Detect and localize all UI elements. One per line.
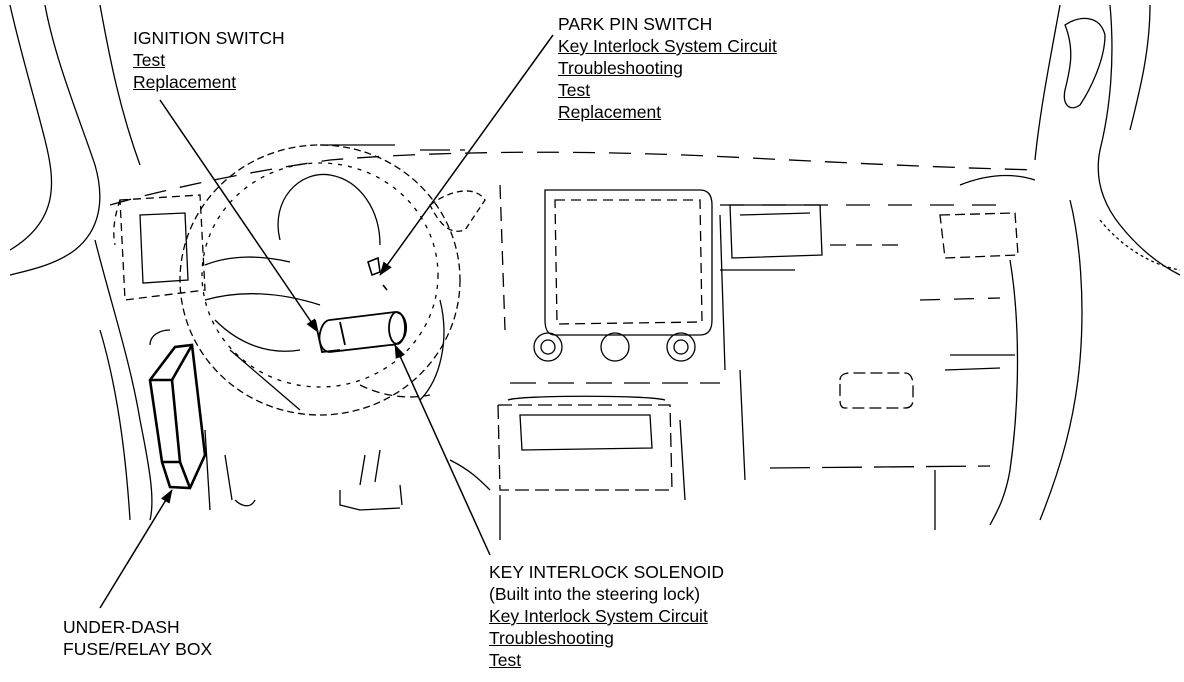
left-pillar [9, 4, 153, 521]
lower-left-panel [149, 329, 491, 511]
center-stack [499, 184, 1019, 371]
right-pillar [989, 4, 1181, 526]
fuse-box-leader [99, 489, 173, 609]
dash-top-edge [109, 144, 1041, 246]
key-interlock-solenoid-leader [394, 344, 491, 556]
park-pin-troubleshooting-link[interactable]: Troubleshooting [558, 58, 683, 78]
fuse-box-title-line2: FUSE/RELAY BOX [63, 639, 213, 659]
park-pin-switch-callout: PARK PIN SWITCH Key Interlock System Cir… [558, 13, 777, 123]
steering-lock-cylinder [314, 311, 408, 353]
left-vent [119, 194, 206, 301]
solenoid-key-interlock-circuit-link[interactable]: Key Interlock System Circuit [489, 606, 708, 626]
under-dash-fuse-box [148, 343, 207, 490]
steering-wheel [179, 144, 486, 416]
park-pin-switch-title: PARK PIN SWITCH [558, 14, 713, 34]
fuse-box-title-line1: UNDER-DASH [63, 617, 180, 637]
ignition-switch-replacement-link[interactable]: Replacement [133, 72, 237, 92]
key-interlock-solenoid-title: KEY INTERLOCK SOLENOID [489, 562, 725, 582]
lower-console [497, 297, 1015, 540]
solenoid-test-link[interactable]: Test [489, 650, 522, 670]
climate-knobs [510, 332, 720, 384]
park-pin-replacement-link[interactable]: Replacement [558, 102, 662, 122]
solenoid-troubleshooting-link[interactable]: Troubleshooting [489, 628, 614, 648]
park-pin-test-link[interactable]: Test [558, 80, 591, 100]
park-pin-switch-part [367, 256, 388, 291]
ignition-switch-test-link[interactable]: Test [133, 50, 166, 70]
park-pin-switch-leader [379, 34, 554, 276]
park-pin-key-interlock-circuit-link[interactable]: Key Interlock System Circuit [558, 36, 777, 56]
ignition-switch-callout: IGNITION SWITCH Test Replacement [133, 27, 285, 93]
ignition-switch-leader [159, 99, 319, 333]
key-interlock-solenoid-subtitle: (Built into the steering lock) [489, 584, 701, 604]
ignition-switch-title: IGNITION SWITCH [133, 28, 285, 48]
key-interlock-solenoid-callout: KEY INTERLOCK SOLENOID (Built into the s… [489, 561, 724, 671]
fuse-box-callout: UNDER-DASH FUSE/RELAY BOX [63, 616, 212, 660]
